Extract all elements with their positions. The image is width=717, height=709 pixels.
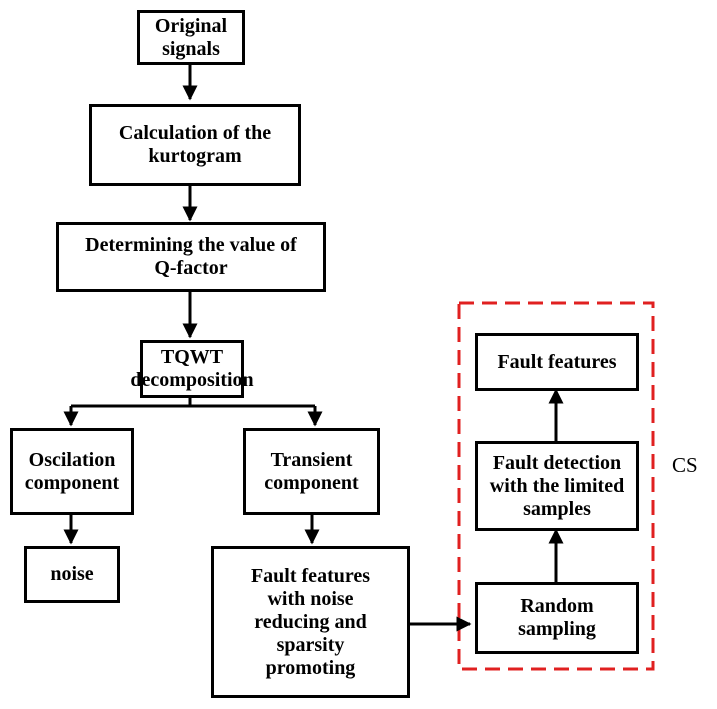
node-random-sampling: Random sampling xyxy=(475,582,639,654)
node-fault-detection: Fault detection with the limited samples xyxy=(475,441,639,531)
node-fault-features-noise: Fault features with noise reducing and s… xyxy=(211,546,410,698)
cs-label: CS xyxy=(672,453,698,477)
node-transient: Transient component xyxy=(243,428,380,515)
node-oscillation: Oscilation component xyxy=(10,428,134,515)
cs-frame xyxy=(457,301,655,671)
node-qfactor: Determining the value of Q-factor xyxy=(56,222,326,292)
node-original-signals: Original signals xyxy=(137,10,245,65)
node-kurtogram: Calculation of the kurtogram xyxy=(89,104,301,186)
node-tqwt: TQWT decomposition xyxy=(130,340,254,398)
node-fault-features: Fault features xyxy=(475,333,639,391)
node-noise: noise xyxy=(24,546,120,603)
